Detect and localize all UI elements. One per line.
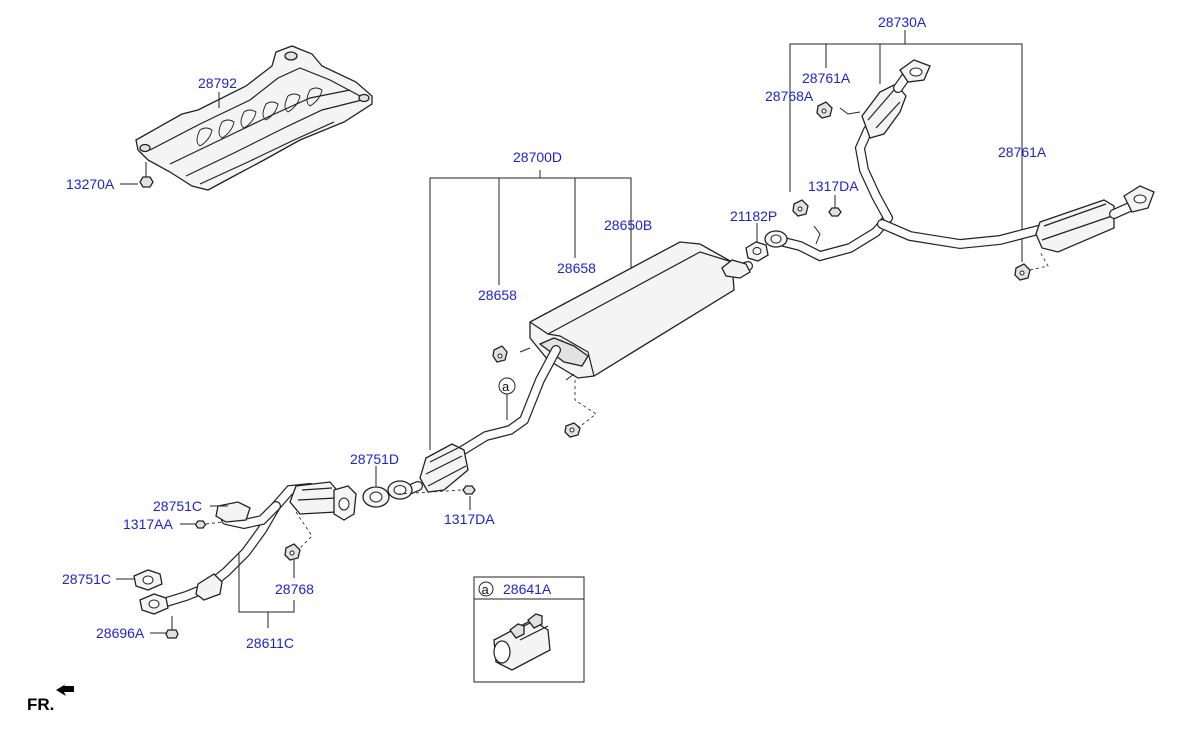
callout-front-hanger[interactable]: 28768 — [275, 581, 314, 597]
nut-center-drawing — [462, 485, 476, 495]
nut-rear-drawing — [828, 207, 842, 217]
callout-gasket-front-bottom[interactable]: 28751C — [62, 571, 111, 587]
callout-nut-center[interactable]: 1317DA — [444, 511, 495, 527]
callout-rear-hanger-right[interactable]: 28761A — [998, 144, 1047, 160]
callout-gasket-front-top[interactable]: 28751C — [153, 498, 202, 514]
callout-rear-hanger-rubber[interactable]: 28768A — [765, 88, 814, 104]
callout-rear-muffler-assy[interactable]: 28730A — [878, 14, 927, 30]
front-pipe-drawing — [155, 481, 357, 609]
callout-hanger-left[interactable]: 28658 — [478, 287, 517, 303]
rear-hanger-mid-drawing — [792, 199, 809, 217]
center-muffler-bracket — [429, 170, 632, 450]
rear-hanger-right-drawing — [1014, 263, 1031, 281]
rear-muffler-drawing — [764, 59, 1155, 262]
callout-bolt-front[interactable]: 28696A — [96, 625, 145, 641]
callout-heat-shield-nut[interactable]: 13270A — [66, 176, 115, 192]
nut-front-top-dash — [205, 521, 223, 525]
callout-center-muffler-assy[interactable]: 28700D — [513, 149, 562, 165]
callout-rear-hanger-top[interactable]: 28761A — [802, 70, 851, 86]
callout-hanger-right[interactable]: 28658 — [557, 260, 596, 276]
callout-clamp-ref[interactable]: 28641A — [503, 581, 552, 597]
gasket-center-drawing — [362, 486, 390, 508]
hanger-left-drawing — [492, 345, 508, 363]
rear-hanger-top-drawing — [816, 101, 833, 119]
center-muffler-drawing — [455, 241, 753, 457]
nut-front-top-drawing — [194, 520, 207, 529]
rear-hanger-right-dash — [1029, 251, 1049, 271]
callout-gasket-rear[interactable]: 21182P — [730, 208, 777, 224]
front-direction-label: FR. — [27, 695, 54, 714]
front-hanger-dash — [295, 511, 313, 549]
callout-front-pipe[interactable]: 28611C — [246, 635, 294, 651]
callout-gasket-center[interactable]: 28751D — [350, 451, 399, 467]
front-pipe-bracket — [238, 554, 295, 613]
clamp-marker-letter: a — [502, 379, 510, 394]
front-arrow-icon — [56, 684, 74, 696]
clamp-drawing — [493, 613, 551, 671]
callout-nut-rear[interactable]: 1317DA — [808, 178, 859, 194]
bolt-front-drawing — [165, 616, 179, 639]
gasket-front-bottom-drawing — [133, 569, 169, 615]
callout-center-muffler[interactable]: 28650B — [604, 217, 652, 233]
nut-center-dash — [397, 489, 463, 495]
front-hanger-drawing — [284, 543, 301, 561]
gasket-rear-drawing — [745, 241, 769, 262]
rear-muffler-bracket — [789, 30, 1023, 262]
callout-heat-shield[interactable]: 28792 — [198, 75, 237, 91]
front-cat-drawing — [387, 443, 469, 500]
heat-shield-nut-drawing — [139, 162, 154, 188]
hanger-right-dash — [574, 380, 597, 429]
hanger-right-drawing — [564, 422, 581, 438]
heat-shield-drawing — [135, 45, 373, 191]
callout-nut-front-top[interactable]: 1317AA — [123, 516, 173, 532]
clamp-inset-box[interactable]: a — [473, 576, 585, 683]
inset-letter: a — [482, 582, 490, 597]
